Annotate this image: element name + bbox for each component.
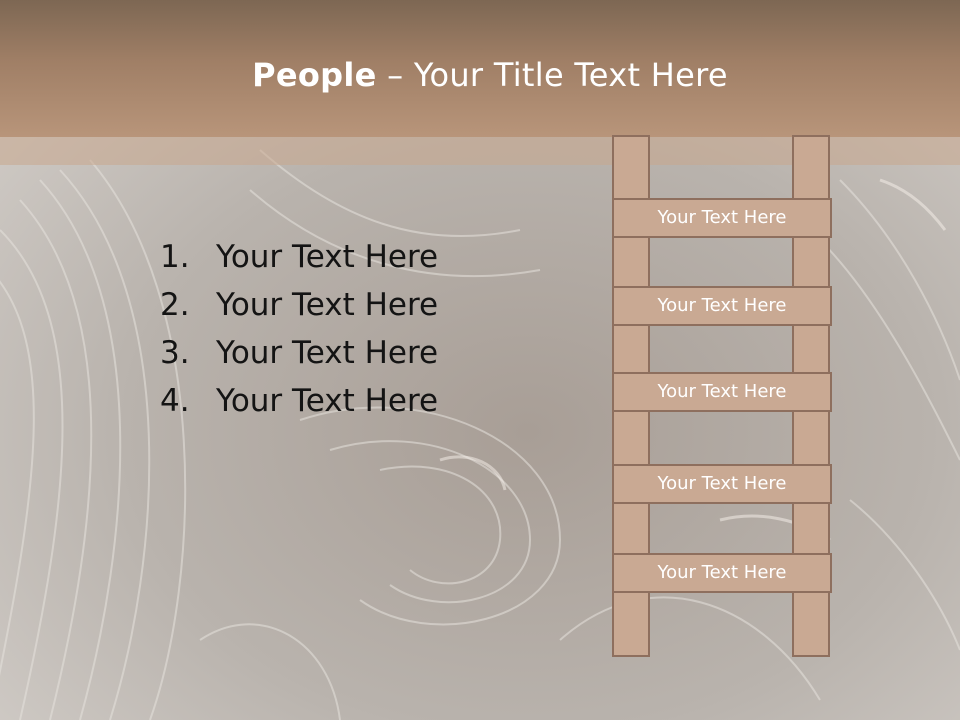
- list-item-text: Your Text Here: [216, 335, 439, 371]
- ladder-rung-4: Your Text Here: [612, 464, 832, 504]
- list-item: 1. Your Text Here: [160, 233, 438, 281]
- list-item-text: Your Text Here: [216, 239, 439, 275]
- title-rest-part: – Your Title Text Here: [376, 56, 728, 94]
- list-item: 3. Your Text Here: [160, 329, 438, 377]
- list-item-number: 3.: [160, 335, 190, 371]
- list-item-number: 4.: [160, 383, 190, 419]
- ladder-rung-1: Your Text Here: [612, 198, 832, 238]
- ladder-rung-2: Your Text Here: [612, 286, 832, 326]
- list-item-text: Your Text Here: [216, 383, 439, 419]
- title-bar: [0, 0, 960, 137]
- list-item-text: Your Text Here: [216, 287, 439, 323]
- list-item-number: 1.: [160, 239, 190, 275]
- list-item: 2. Your Text Here: [160, 281, 438, 329]
- slide-title: People – Your Title Text Here: [0, 56, 960, 94]
- ladder-rung-5: Your Text Here: [612, 553, 832, 593]
- list-item-number: 2.: [160, 287, 190, 323]
- list-item: 4. Your Text Here: [160, 377, 438, 425]
- title-bold-part: People: [252, 56, 377, 94]
- ladder-rung-3: Your Text Here: [612, 372, 832, 412]
- numbered-list: 1. Your Text Here 2. Your Text Here 3. Your…: [160, 233, 438, 425]
